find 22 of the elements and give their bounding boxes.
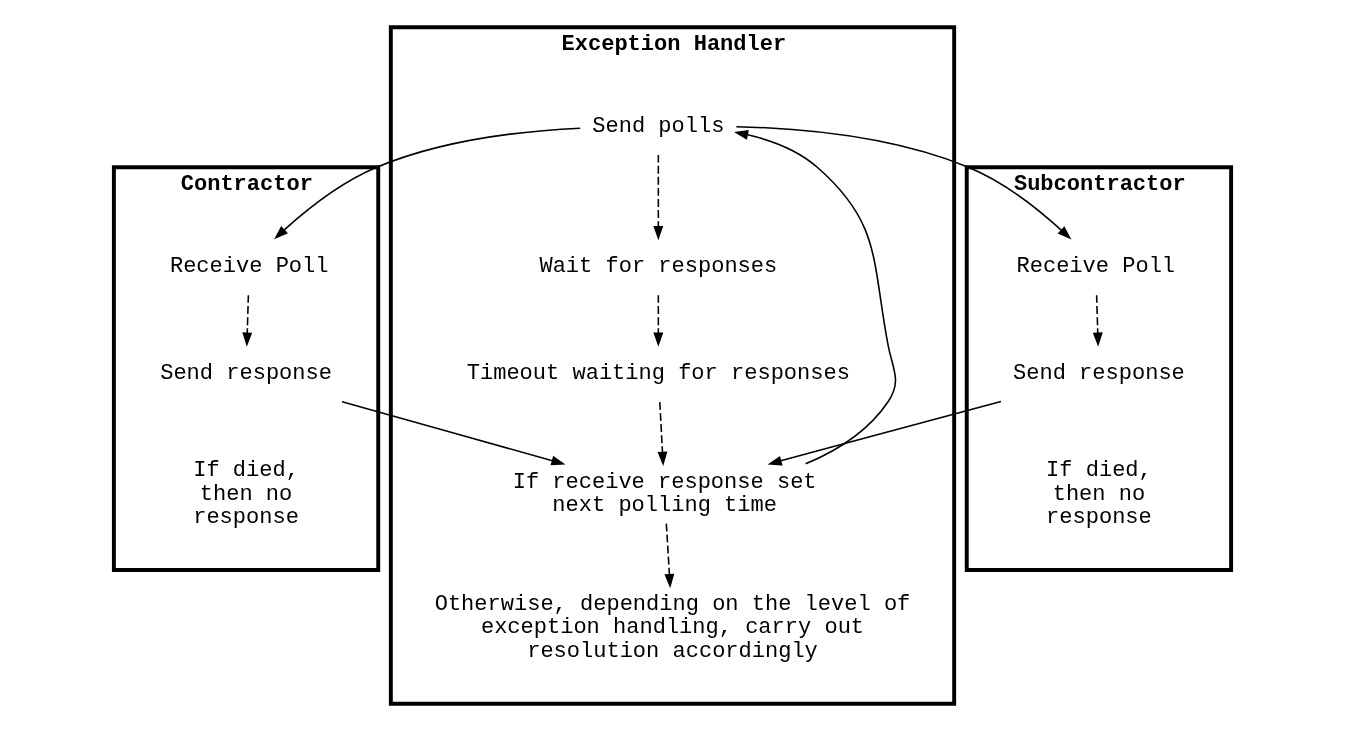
arrow xyxy=(664,522,675,589)
node-text: Send polls xyxy=(592,114,725,140)
arrow xyxy=(341,401,566,466)
arrow xyxy=(1092,294,1103,347)
node-text: Receive Poll xyxy=(169,254,329,280)
arrow xyxy=(734,130,897,465)
node-text: Otherwise, depending on the level of exception handling, carry out resolution accordingly xyxy=(434,591,911,664)
arrow xyxy=(653,294,664,347)
node-text: Send response xyxy=(160,361,332,387)
node-text: Wait for responses xyxy=(539,254,778,280)
node-text: If died, then no response xyxy=(193,457,299,531)
arrow xyxy=(657,401,668,466)
arrow xyxy=(735,125,1072,240)
arrow xyxy=(242,294,253,347)
arrow xyxy=(653,154,664,241)
node-text: If died, then no response xyxy=(1046,457,1152,531)
arrow xyxy=(767,400,1002,466)
node-text: Send response xyxy=(1013,361,1185,387)
node-text: If receive response set next polling time xyxy=(512,469,817,519)
node-text: Timeout waiting for responses xyxy=(466,361,850,387)
arrow xyxy=(274,127,581,240)
node-text: Receive Poll xyxy=(1016,254,1176,280)
